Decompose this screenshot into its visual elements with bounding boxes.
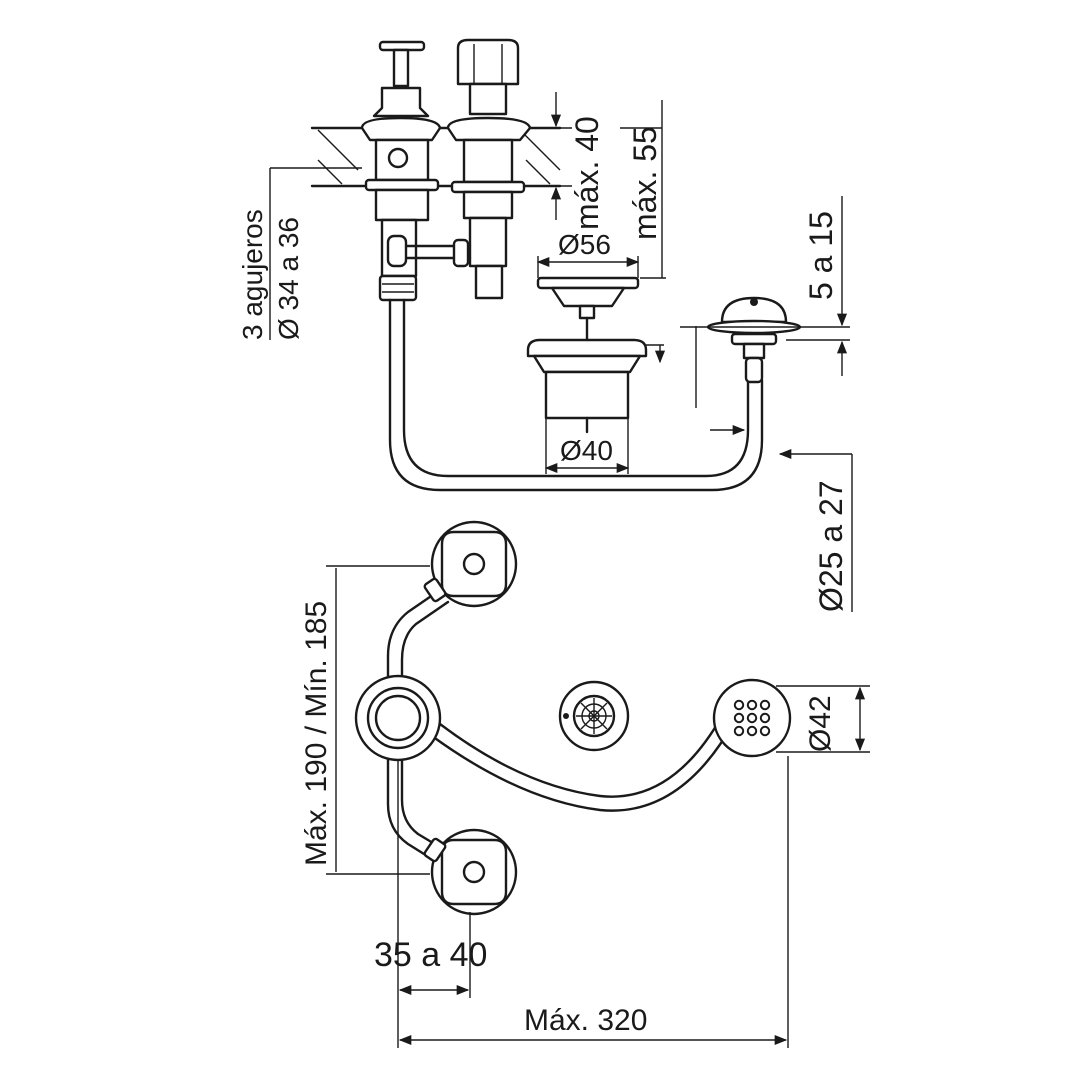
left-valve <box>360 40 442 302</box>
dim-max-55: máx. 55 <box>620 100 666 279</box>
dim-d40: Ø40 <box>544 418 630 474</box>
top-valve-upper <box>423 520 518 608</box>
dim-max190: Máx. 190 / Mín. 185 <box>300 565 430 875</box>
dim-drain-depth <box>646 344 666 364</box>
label-max-55: máx. 55 <box>627 126 663 240</box>
dim-d25-27: Ø25 a 27 <box>778 448 853 612</box>
label-d56: Ø56 <box>558 229 611 260</box>
label-d25-27: Ø25 a 27 <box>813 480 849 612</box>
drain-body <box>526 338 648 434</box>
dim-holes: 3 agujeros Ø 34 a 36 <box>237 167 362 340</box>
right-valve <box>446 38 532 300</box>
dim-max-40: máx. 40 <box>544 92 605 230</box>
label-d42: Ø42 <box>804 695 837 752</box>
dim-5-15: 5 a 15 <box>680 196 850 376</box>
nozzle-hole <box>733 725 745 737</box>
top-spray-head <box>712 678 792 758</box>
top-drain <box>558 680 630 752</box>
label-holes-diameter: Ø 34 a 36 <box>273 217 304 340</box>
dim-d56: Ø56 <box>536 229 640 278</box>
dim-max320: Máx. 320 <box>398 756 789 1048</box>
dim-35-40: 35 a 40 <box>374 760 487 1048</box>
top-hoses <box>386 588 736 866</box>
side-view: 3 agujeros Ø 34 a 36 máx. 40 máx. 55 Ø56 <box>237 38 853 612</box>
label-d40: Ø40 <box>560 435 613 466</box>
drain-cap <box>536 276 640 342</box>
label-max190-min185: Máx. 190 / Mín. 185 <box>300 601 333 866</box>
flexible-hose <box>388 298 764 492</box>
label-max-40: máx. 40 <box>569 116 605 230</box>
nozzle-hole <box>759 712 771 724</box>
top-valve-lower <box>423 828 518 916</box>
nozzle-hole <box>746 712 758 724</box>
dim-d42: Ø42 <box>776 685 870 753</box>
top-diverter <box>354 674 442 762</box>
nozzle-hole <box>733 699 745 711</box>
nozzle-hole <box>759 725 771 737</box>
nozzle-hole <box>746 725 758 737</box>
label-5-15: 5 a 15 <box>803 211 839 300</box>
label-35-40: 35 a 40 <box>374 936 487 974</box>
valve-connector <box>386 234 472 268</box>
nozzle-hole <box>759 699 771 711</box>
label-holes: 3 agujeros <box>237 209 268 340</box>
dim-spray-height <box>695 326 746 436</box>
bidet-spray-head <box>706 296 802 384</box>
label-max320: Máx. 320 <box>524 1004 647 1037</box>
top-view: Máx. 190 / Mín. 185 Ø42 35 a 40 Máx. 320 <box>300 520 870 1048</box>
nozzle-hole <box>733 712 745 724</box>
nozzle-hole <box>746 699 758 711</box>
